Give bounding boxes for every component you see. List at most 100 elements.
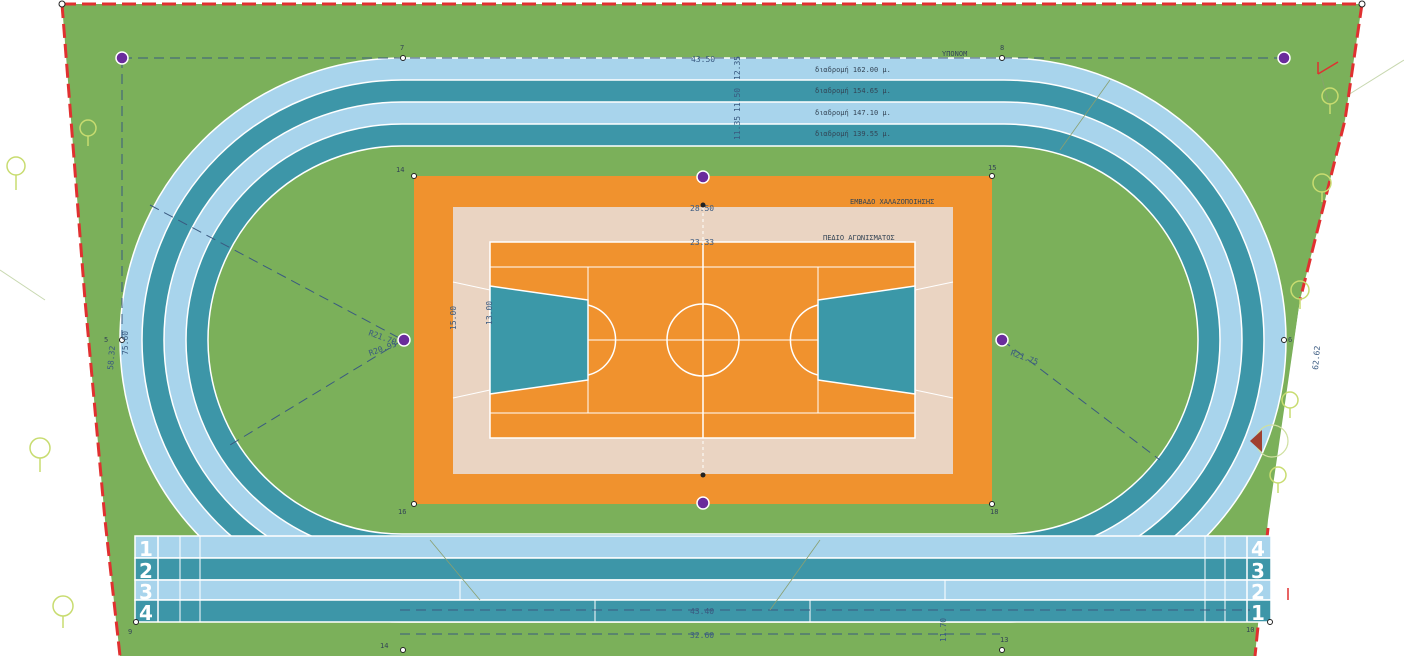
court-inner-label: ΠΕΔΙΟ ΑΓΩΝΙΣΜΑΤΟΣ (823, 234, 895, 242)
dim-top-lane-3: 11.35 (733, 116, 742, 140)
marker (115, 51, 129, 65)
point-label: 14 (380, 642, 388, 650)
dim-top-lane-1: 12.35 (733, 56, 742, 80)
vertex (400, 647, 406, 653)
vertex (411, 173, 417, 179)
construction-line (1001, 339, 1161, 461)
survey-line (429, 539, 481, 601)
street-label: ΥΠΟΝΟΜ (942, 50, 967, 58)
point-label: 5 (104, 336, 108, 344)
tree-icon (1269, 466, 1287, 493)
tree-icon (1290, 280, 1310, 309)
basketball-court (414, 176, 992, 504)
annotations: ΥΠΟΝΟΜ διαδρομή 162.00 μ. διαδρομή 154.6… (104, 44, 1322, 650)
lane-number-right-2: 3 (1251, 559, 1265, 583)
key-right (817, 285, 916, 395)
vertex (400, 55, 406, 61)
lane-label-4: διαδρομή 139.55 μ. (815, 130, 891, 138)
marker (995, 333, 1009, 347)
dim-left-curve: 75.60 (121, 331, 130, 355)
property-boundary-right (1298, 3, 1364, 301)
vertex (999, 55, 1005, 61)
lane-number-right-4: 1 (1251, 601, 1265, 625)
vertex-dots (58, 0, 1366, 653)
lane-label-3: διαδρομή 147.10 μ. (815, 109, 891, 117)
sprint-lane-1 (134, 535, 1272, 559)
dim-court-inner-height: 13.00 (485, 301, 494, 325)
marker (696, 170, 710, 184)
dim-left-side: 58.32 (106, 345, 117, 370)
marker (1277, 51, 1291, 65)
sprint-lane-2 (134, 557, 1272, 581)
court-line (452, 281, 491, 291)
point-label: 7 (400, 44, 404, 52)
lane-number-right-3: 2 (1251, 580, 1265, 604)
vertex (133, 619, 139, 625)
court-line (452, 389, 491, 399)
vertex (58, 0, 66, 8)
point-label: 18 (990, 508, 998, 516)
sprint-lane-3 (134, 579, 1272, 601)
tree-icon (1312, 173, 1332, 202)
vertex (1281, 337, 1287, 343)
lane-label-2: διαδρομή 154.65 μ. (815, 87, 891, 95)
sprint-lane-4 (134, 599, 1272, 623)
point-label: 14 (396, 166, 404, 174)
free-throw-arc-right (789, 304, 819, 376)
tree-icon (79, 119, 97, 146)
point-label: 9 (128, 628, 132, 636)
dim-court-inner-width: 23.33 (690, 238, 714, 247)
key-left (489, 285, 589, 395)
lane-number-right-1: 4 (1251, 537, 1265, 561)
right-notch (1268, 300, 1318, 528)
dim-bottom-length: 32.60 (690, 631, 714, 640)
center-circle (666, 303, 740, 377)
survey-markers (115, 51, 1291, 510)
context-line (0, 269, 46, 301)
gate-marker-icon (1287, 61, 1339, 600)
vertex (1358, 0, 1366, 8)
north-arrow-icon (1250, 424, 1289, 458)
lane-number-left-1: 1 (139, 537, 153, 561)
survey-line (769, 539, 821, 611)
point-label: 8 (1000, 44, 1004, 52)
property-boundary-left (60, 3, 122, 657)
vertex (999, 647, 1005, 653)
point-label: 10 (1246, 626, 1254, 634)
tree-icon (1281, 391, 1299, 418)
dim-bottom-straight: 43.40 (690, 607, 714, 616)
tree-icon (29, 437, 51, 472)
dim-court-height: 15.00 (449, 306, 458, 330)
marker (696, 496, 710, 510)
point-label: 16 (398, 508, 406, 516)
lane-number-left-2: 2 (139, 559, 153, 583)
tree-icon (6, 156, 26, 190)
center-mark (700, 202, 706, 208)
vertex (119, 337, 125, 343)
dim-top-lane-2: 11.50 (733, 88, 742, 112)
dim-bottom-offset: 11.70 (939, 618, 948, 642)
vertex (1267, 619, 1273, 625)
trees (6, 87, 1339, 628)
dim-top-length: 43.50 (691, 55, 715, 64)
court-outer-label: ΕΜΒΑΔΟ ΧΑΛΑΖΟΠΟΙΗΣΗΣ (850, 198, 934, 206)
vertex (989, 501, 995, 507)
point-label: 6 (1288, 336, 1292, 344)
dim-court-outer-width: 28.50 (690, 204, 714, 213)
lane-number-left-3: 3 (139, 580, 153, 604)
vertex (989, 173, 995, 179)
court-line (914, 281, 954, 291)
context-line (1339, 59, 1404, 101)
tree-icon (1321, 87, 1339, 114)
court-line (914, 389, 954, 399)
construction-lines (121, 57, 1284, 635)
free-throw-arc-left (587, 304, 617, 376)
tree-icon (52, 595, 74, 628)
construction-line (229, 339, 404, 446)
point-label: 13 (1000, 636, 1008, 644)
marker (397, 333, 411, 347)
sprint-straight: 1 2 3 4 4 3 2 1 (134, 535, 1272, 625)
lane-label-1: διαδρομή 162.00 μ. (815, 66, 891, 74)
